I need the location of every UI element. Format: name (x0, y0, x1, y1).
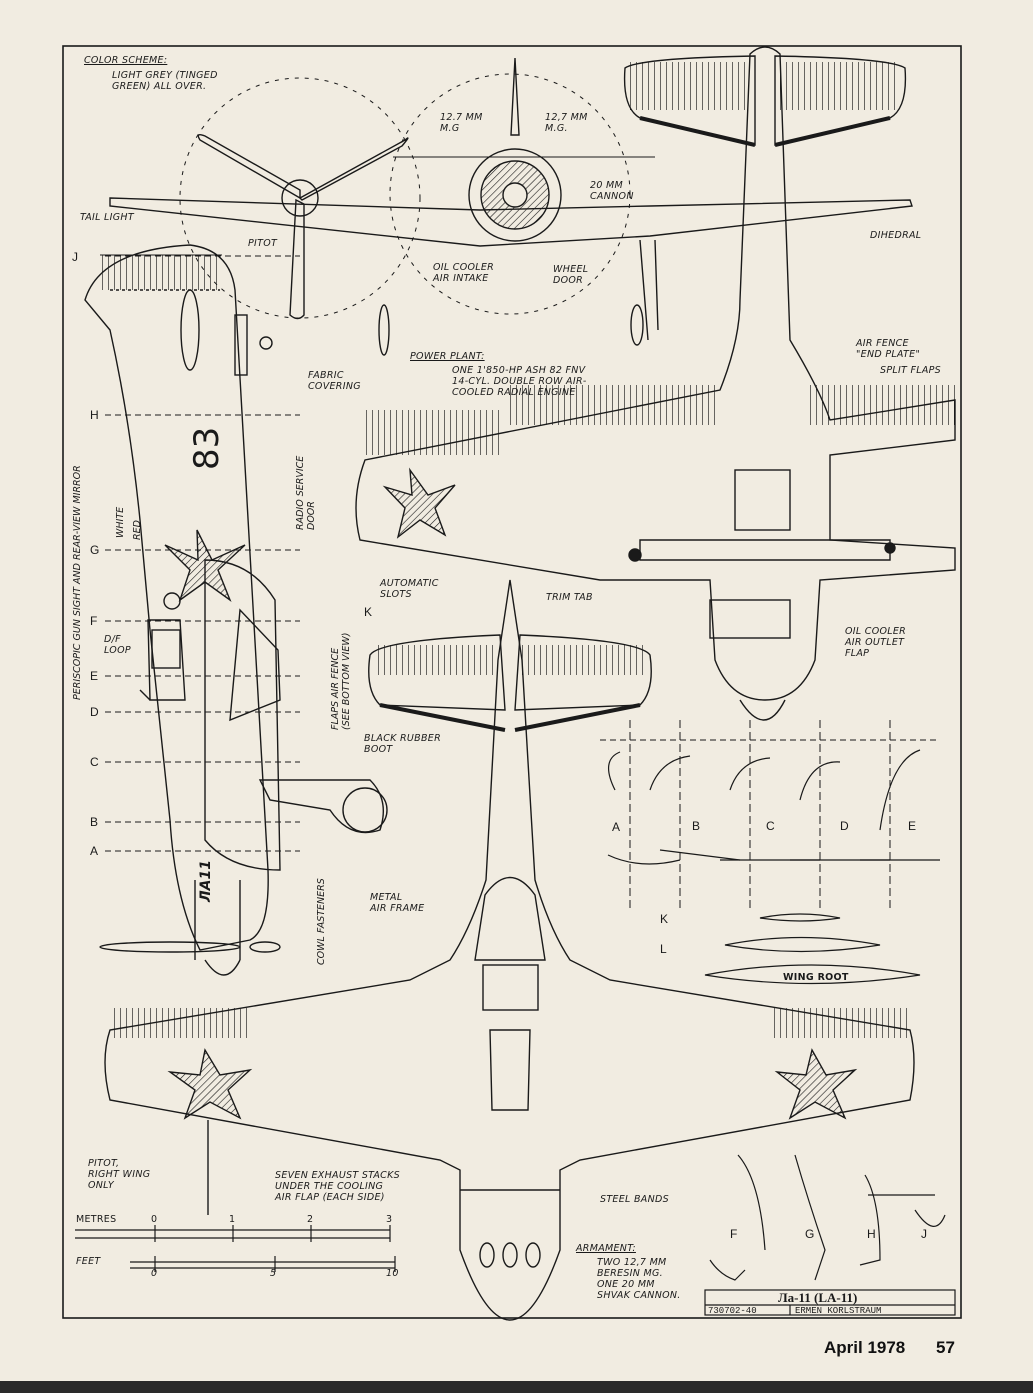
section-k: K (660, 912, 669, 926)
fabric-covering-label: FABRIC COVERING (308, 370, 361, 392)
station-j: J (72, 250, 78, 264)
color-scheme-text: LIGHT GREY (TINGED GREEN) ALL OVER. (112, 70, 218, 92)
section-j: J (921, 1227, 927, 1241)
station-a: A (90, 844, 99, 858)
mg-right-label: 12,7 MM M.G. (545, 112, 588, 134)
wing-root-label: WING ROOT (783, 972, 849, 983)
power-plant-title: POWER PLANT: (410, 351, 485, 362)
bottom-view (355, 46, 956, 721)
section-l: L (660, 942, 667, 956)
periscopic-label: PERISCOPIC GUN SIGHT AND REAR-VIEW MIRRO… (72, 465, 83, 700)
air-fence-label: AIR FENCE "END PLATE" (856, 338, 921, 360)
df-loop-label: D/F LOOP (104, 634, 131, 656)
dihedral-label: DIHEDRAL (870, 230, 922, 241)
feet-label: FEET (76, 1256, 101, 1267)
plan-view (104, 579, 915, 1321)
cross-sections (600, 720, 946, 1281)
black-rubber-boot-label: BLACK RUBBER BOOT (364, 733, 441, 755)
power-plant-text: ONE 1'850-HP ASH 82 FNV 14-CYL. DOUBLE R… (452, 365, 587, 398)
color-scheme-title: COLOR SCHEME: (84, 55, 168, 66)
feet-tick-10: 10 (386, 1268, 399, 1279)
front-view (109, 57, 913, 356)
feet-tick-5: 5 (270, 1268, 277, 1279)
station-f: F (90, 614, 98, 628)
red-label: RED (132, 520, 143, 540)
metres-tick-1: 1 (229, 1214, 236, 1225)
flaps-air-fence-label: FLAPS AIR FENCE (SEE BOTTOM VIEW) (330, 632, 352, 730)
station-lines (105, 255, 300, 852)
station-h: H (90, 408, 99, 422)
section-h: H (867, 1227, 876, 1241)
white-label: WHITE (115, 506, 126, 538)
armament-title: ARMAMENT: (576, 1243, 636, 1254)
mg-left-label: 12.7 MM M.G (440, 112, 483, 134)
title-block-name: Ла-11 (LA-11) (778, 1290, 858, 1305)
fuselage-code: 83 (187, 426, 227, 470)
cannon-label: 20 MM CANNON (590, 180, 634, 202)
cowl-fasteners-label: COWL FASTENERS (316, 878, 327, 965)
section-g: G (805, 1227, 815, 1241)
metres-tick-2: 2 (307, 1214, 314, 1225)
section-c: C (766, 819, 775, 833)
title-block-number: 730702-40 (708, 1306, 757, 1316)
pitot-right-wing-label: PITOT, RIGHT WING ONLY (88, 1158, 151, 1191)
split-flaps-label: SPLIT FLAPS (880, 365, 941, 376)
scale-bars (75, 1225, 396, 1272)
section-d: D (840, 819, 849, 833)
title-block-author: ERMEN KORLSTRAUM (795, 1306, 882, 1316)
pitot-label: PITOT (248, 238, 278, 249)
bottom-band (0, 1381, 1033, 1393)
automatic-slots-label: AUTOMATIC SLOTS (380, 578, 439, 600)
radio-service-door-label: RADIO SERVICE DOOR (295, 455, 317, 530)
section-a: A (612, 820, 621, 834)
steel-bands-label: STEEL BANDS (600, 1194, 669, 1205)
exhaust-stacks-label: SEVEN EXHAUST STACKS UNDER THE COOLING A… (275, 1170, 400, 1203)
section-e: E (908, 819, 917, 833)
station-g: G (90, 543, 100, 557)
metres-tick-3: 3 (386, 1214, 393, 1225)
drawing-border (62, 45, 962, 1319)
fuselage-type: Ла11 (198, 860, 214, 902)
metal-air-frame-label: METAL AIR FRAME (370, 892, 425, 914)
station-d: D (90, 705, 99, 719)
footer-page: 57 (936, 1338, 955, 1357)
station-b: B (90, 815, 99, 829)
station-c: C (90, 755, 99, 769)
metres-tick-0: 0 (151, 1214, 158, 1225)
section-b: B (692, 819, 701, 833)
metres-label: METRES (76, 1214, 117, 1225)
station-k: K (364, 605, 373, 619)
feet-tick-0: 0 (151, 1268, 158, 1279)
title-block-box (704, 1289, 956, 1316)
armament-text: TWO 12,7 MM BERESIN MG. ONE 20 MM ShVAK … (597, 1257, 681, 1301)
section-f: F (730, 1227, 738, 1241)
oil-cooler-outlet-label: OIL COOLER AIR OUTLET FLAP (845, 626, 907, 659)
trim-tab-label: TRIM TAB (546, 592, 593, 603)
tail-light-label: TAIL LIGHT (80, 212, 134, 223)
wheel-door-label: WHEEL DOOR (553, 264, 589, 286)
footer-date: April 1978 (824, 1338, 906, 1357)
station-e: E (90, 669, 99, 683)
oil-cooler-intake-label: OIL COOLER AIR INTAKE (433, 262, 495, 284)
side-view (84, 244, 388, 976)
